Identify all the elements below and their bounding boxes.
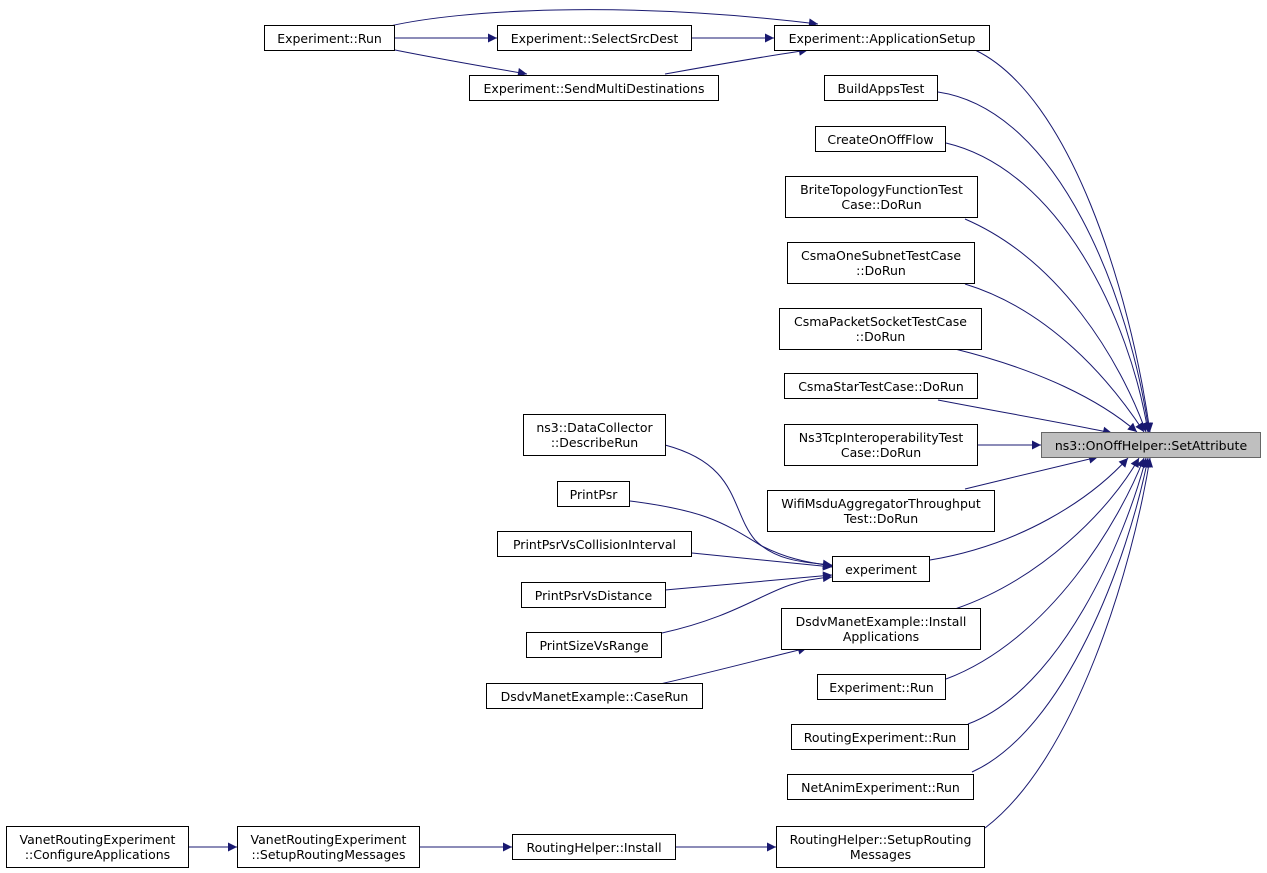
node-label: Experiment::Run [829,679,934,695]
node-label-line-1: CsmaPacketSocketTestCase [793,314,968,329]
node-label-line-2: Case::DoRun [840,445,922,460]
node-experiment-run-mid[interactable]: Experiment::Run [817,674,946,700]
node-vanetroutingexperiment-setuproutingmessages[interactable]: VanetRoutingExperiment ::SetupRoutingMes… [237,826,420,868]
node-label-line-2: ::SetupRoutingMessages [251,847,406,862]
node-label: DsdvManetExample::CaseRun [500,688,689,704]
node-netanimexperiment-run[interactable]: NetAnimExperiment::Run [787,774,974,800]
node-label-line-1: ns3::DataCollector [536,420,653,435]
node-label: Experiment::ApplicationSetup [788,30,976,46]
node-label-line-1: BriteTopologyFunctionTest [800,182,963,197]
edge-csmastar-focus [937,399,1113,436]
node-label-line-2: Test::DoRun [843,511,919,526]
node-csmapacketsockettestcase-dorun[interactable]: CsmaPacketSocketTestCase ::DoRun [779,308,982,350]
node-label: NetAnimExperiment::Run [801,779,960,795]
node-experiment-sendmultidestinations[interactable]: Experiment::SendMultiDestinations [469,75,719,101]
node-label-line-1: CsmaOneSubnetTestCase [800,248,962,263]
node-label: Experiment::SelectSrcDest [510,30,679,46]
node-label: PrintPsr [569,486,618,502]
node-routinghelper-install[interactable]: RoutingHelper::Install [512,834,676,860]
node-dsdvmanetexample-installapplications[interactable]: DsdvManetExample::Install Applications [781,608,981,650]
node-printpsrvsdistance[interactable]: PrintPsrVsDistance [521,582,666,608]
node-experiment-function[interactable]: experiment [832,556,930,582]
edge-dsdvinstall-focus [954,457,1140,610]
edge-datacollector-experiment [664,444,833,569]
node-label: PrintPsrVsCollisionInterval [512,536,676,552]
node-experiment-selectsrcdest[interactable]: Experiment::SelectSrcDest [497,25,692,51]
node-vanetroutingexperiment-configureapplications[interactable]: VanetRoutingExperiment ::ConfigureApplic… [6,826,189,868]
edge-dsdvcaserun-dsdvinstall [659,645,808,685]
node-label-line-2: Messages [849,847,912,862]
edge-printpsr-experiment [629,500,833,570]
node-onoffhelper-setattribute: ns3::OnOffHelper::SetAttribute [1041,432,1261,458]
edge-exprun-sendmulti [394,49,528,77]
node-datacollector-describerun[interactable]: ns3::DataCollector ::DescribeRun [523,414,666,456]
node-label-line-2: ::ConfigureApplications [24,847,171,862]
node-label-line-1: Ns3TcpInteroperabilityTest [798,430,964,445]
node-label-line-1: VanetRoutingExperiment [19,832,176,847]
node-experiment-applicationsetup[interactable]: Experiment::ApplicationSetup [774,25,990,51]
node-createonoffflow[interactable]: CreateOnOffFlow [815,126,946,152]
edge-printpsrdist-experiment [664,571,833,591]
node-label: experiment [845,561,917,577]
node-label-line-1: RoutingHelper::SetupRouting [789,832,972,847]
node-printpsr[interactable]: PrintPsr [557,481,630,507]
node-label: Experiment::Run [277,30,382,46]
edge-printsize-experiment [661,573,833,634]
node-label-line-2: Applications [842,629,920,644]
edge-printpsrcoll-experiment [691,552,833,571]
node-label-line-1: VanetRoutingExperiment [250,832,407,847]
edge-appsetup-focus [974,49,1154,433]
edge-createonoff-focus [945,142,1152,433]
node-label: CsmaStarTestCase::DoRun [798,378,964,394]
edge-routingexp-focus [967,457,1149,725]
edge-experiment-focus [929,457,1129,561]
edge-wifimsdu-focus [964,454,1099,490]
node-buildappstest[interactable]: BuildAppsTest [824,75,938,101]
node-label-line-2: ::DoRun [856,263,906,278]
node-dsdvmanetexample-caserun[interactable]: DsdvManetExample::CaseRun [486,683,703,709]
edge-netanim-focus [971,457,1151,773]
edge-exprunmid-focus [945,457,1145,680]
edge-sendmulti-appsetup [664,46,809,75]
node-routinghelper-setuproutingmessages[interactable]: RoutingHelper::SetupRouting Messages [776,826,985,868]
node-routingexperiment-run[interactable]: RoutingExperiment::Run [791,724,969,750]
node-label: PrintPsrVsDistance [534,587,653,603]
node-printsizevsrange[interactable]: PrintSizeVsRange [526,632,662,658]
node-wifimsduaggregatorthroughputtest-dorun[interactable]: WifiMsduAggregatorThroughput Test::DoRun [767,490,995,532]
node-britetopologyfunctiontestcase-dorun[interactable]: BriteTopologyFunctionTest Case::DoRun [785,176,978,218]
edge-exprun-appsetup [389,9,819,28]
node-printpsrvscollisioninterval[interactable]: PrintPsrVsCollisionInterval [497,531,692,557]
node-ns3tcpinteroperabilitytestcase-dorun[interactable]: Ns3TcpInteroperabilityTest Case::DoRun [784,424,978,466]
edge-csmaone-focus [964,283,1145,433]
node-label-line-2: Case::DoRun [841,197,922,212]
node-experiment-run-top[interactable]: Experiment::Run [264,25,395,51]
node-label-line-1: WifiMsduAggregatorThroughput [781,496,981,511]
edge-routinghelpersetup-focus [984,457,1154,829]
node-label-line-2: ::DescribeRun [550,435,639,450]
node-label: RoutingExperiment::Run [803,729,957,745]
node-label: RoutingHelper::Install [526,839,662,855]
node-csmastartestcase-dorun[interactable]: CsmaStarTestCase::DoRun [784,373,978,399]
node-label: BuildAppsTest [837,80,925,96]
edge-brite-focus [964,218,1148,433]
edge-buildapps-focus [937,91,1153,433]
node-label: PrintSizeVsRange [539,637,649,653]
node-label: Experiment::SendMultiDestinations [483,80,705,96]
node-label-line-2: ::DoRun [855,329,906,344]
node-label: CreateOnOffFlow [827,131,934,147]
node-label-line-1: DsdvManetExample::Install [795,614,967,629]
edge-csmapacket-focus [954,348,1138,433]
node-label: ns3::OnOffHelper::SetAttribute [1054,437,1248,453]
node-csmaonesubnettestcase-dorun[interactable]: CsmaOneSubnetTestCase ::DoRun [787,242,975,284]
